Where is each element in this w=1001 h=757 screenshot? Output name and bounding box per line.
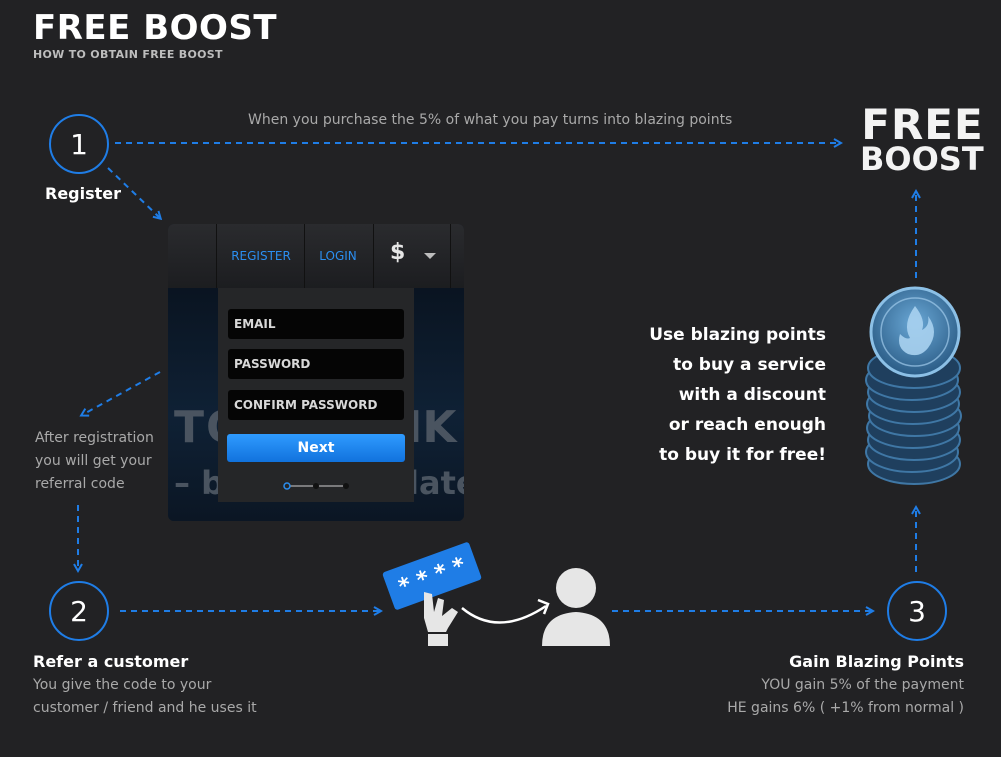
free-boost-logo: FREE BOOST: [860, 100, 984, 178]
blazing-points-info: Use blazing points to buy a service with…: [649, 325, 826, 465]
step-1-circle: 1: [49, 114, 109, 174]
step-2-circle: 2: [49, 581, 109, 641]
step-3-description: YOU gain 5% of the payment HE gains 6% (…: [727, 677, 964, 716]
password-field[interactable]: PASSWORD: [228, 349, 404, 379]
after-registration-text: After registration you will get your ref…: [35, 430, 154, 492]
step-3-circle: 3: [887, 581, 947, 641]
tab-login[interactable]: LOGIN: [319, 249, 357, 263]
curved-arrow-icon: [461, 598, 550, 624]
chevron-down-icon[interactable]: [424, 253, 436, 259]
currency-selector[interactable]: $: [390, 240, 406, 265]
logo-line-free: FREE: [861, 100, 984, 149]
arrow-register-to-info: [82, 371, 161, 415]
mockup-bg-text: IK: [406, 402, 457, 453]
tab-register[interactable]: REGISTER: [231, 249, 291, 263]
register-form-mockup: TO IK – b late REGISTER LOGIN $ EMAIL PA…: [168, 224, 464, 521]
page-title: FREE BOOST: [33, 8, 278, 48]
confirm-password-field[interactable]: CONFIRM PASSWORD: [228, 390, 404, 420]
step-2-description: You give the code to your customer / fri…: [33, 677, 257, 716]
blazing-coins-stack-icon: [865, 286, 962, 485]
nav-separator: [304, 224, 305, 288]
purchase-info-text: When you purchase the 5% of what you pay…: [248, 112, 733, 128]
step-2-label: Refer a customer: [33, 652, 189, 671]
mockup-nav-bar: [168, 224, 464, 288]
nav-separator: [373, 224, 374, 288]
logo-line-boost: BOOST: [860, 140, 984, 178]
page-subtitle: HOW TO OBTAIN FREE BOOST: [33, 48, 223, 61]
next-button[interactable]: Next: [227, 434, 405, 462]
nav-separator: [450, 224, 451, 288]
step-3-label: Gain Blazing Points: [789, 652, 964, 671]
mockup-bg-text: – b: [174, 464, 225, 502]
step-1-label: Register: [45, 184, 122, 203]
mockup-bg-text: late: [408, 464, 464, 502]
hand-icon: [424, 592, 458, 646]
step-progress-indicator: [283, 482, 349, 490]
email-field[interactable]: EMAIL: [228, 309, 404, 339]
person-icon: [542, 568, 610, 646]
nav-separator: [216, 224, 217, 288]
